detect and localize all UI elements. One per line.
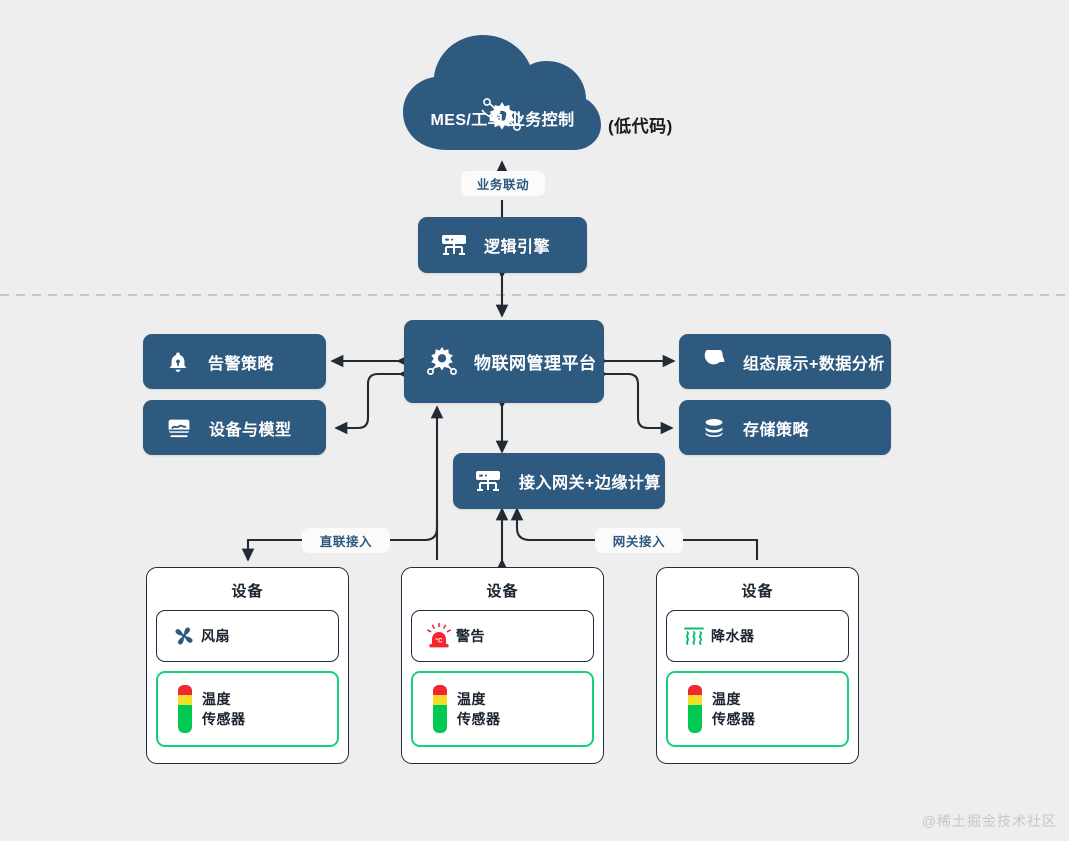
node-alarm-policy[interactable]: 告警策略 <box>143 334 326 389</box>
wire-label-business-linkage: 业务联动 <box>461 171 545 196</box>
node-logic-engine[interactable]: 逻辑引擎 <box>418 217 587 273</box>
temp-sensor-icon <box>678 683 712 735</box>
device-item-fan[interactable]: 风扇 <box>156 610 339 662</box>
device-item-label: 降水器 <box>711 628 755 644</box>
server-icon <box>440 233 468 257</box>
device-item-label: 温度 传感器 <box>202 689 246 729</box>
node-device-model[interactable]: 设备与模型 <box>143 400 326 455</box>
device-item-label: 温度 传感器 <box>712 689 756 729</box>
node-alarm-policy-label: 告警策略 <box>208 355 275 373</box>
cloud-label: MES/工单/业务控制 <box>430 112 575 129</box>
cloud-node[interactable]: MES/工单/业务控制 <box>399 32 606 155</box>
database-icon <box>702 416 726 440</box>
bell-icon <box>167 350 189 374</box>
device-card-title: 设备 <box>231 583 264 600</box>
fan-icon <box>167 623 201 649</box>
device-item-temp-sensor[interactable]: 温度 传感器 <box>666 671 849 747</box>
node-edge-gateway[interactable]: 接入网关+边缘计算 <box>453 453 665 509</box>
device-item-temp-sensor[interactable]: 温度 传感器 <box>156 671 339 747</box>
device-item-label-line2: 传感器 <box>202 711 246 727</box>
device-item-sprinkler[interactable]: 降水器 <box>666 610 849 662</box>
device-item-label-line1: 温度 <box>712 691 741 707</box>
device-card-left[interactable]: 设备 风扇 <box>146 567 349 764</box>
temp-sensor-icon <box>168 683 202 735</box>
svg-text:°C: °C <box>435 636 443 644</box>
node-device-model-label: 设备与模型 <box>209 421 292 439</box>
node-logic-engine-label: 逻辑引擎 <box>484 239 551 256</box>
wire-platform-storage <box>594 367 674 435</box>
watermark: @稀土掘金技术社区 <box>921 813 1057 829</box>
node-iot-platform-label: 物联网管理平台 <box>474 354 597 373</box>
cloud-shape <box>403 35 601 150</box>
wire-label-gateway-access: 网关接入 <box>595 528 683 553</box>
node-storage-policy-label: 存储策略 <box>743 421 810 439</box>
node-storage-policy[interactable]: 存储策略 <box>679 400 891 455</box>
device-item-label: 风扇 <box>201 628 230 644</box>
node-edge-gateway-label: 接入网关+边缘计算 <box>519 475 661 492</box>
temp-sensor-icon <box>423 683 457 735</box>
device-item-alarm[interactable]: °C 警告 <box>411 610 594 662</box>
node-scada-analysis-label: 组态展示+数据分析 <box>743 355 885 373</box>
device-item-temp-sensor[interactable]: 温度 传感器 <box>411 671 594 747</box>
gear-icon <box>425 345 459 379</box>
siren-icon: °C <box>422 622 456 650</box>
low-code-note: (低代码) <box>608 117 673 136</box>
wire-platform-devicemodel <box>334 367 412 435</box>
node-scada-analysis[interactable]: 组态展示+数据分析 <box>679 334 891 389</box>
sprinkler-icon <box>677 622 711 650</box>
device-item-label-line2: 传感器 <box>712 711 756 727</box>
device-item-label-line1: 温度 <box>457 691 486 707</box>
device-card-middle[interactable]: 设备 °C 警告 <box>401 567 604 764</box>
cloud-gear-icon <box>481 98 523 131</box>
node-iot-platform[interactable]: 物联网管理平台 <box>404 320 604 403</box>
server-icon <box>474 469 502 493</box>
device-item-label-line2: 传感器 <box>457 711 501 727</box>
pie-chart-icon <box>702 349 726 374</box>
device-card-title: 设备 <box>741 583 774 600</box>
device-model-icon <box>167 417 191 439</box>
device-card-title: 设备 <box>486 583 519 600</box>
device-item-label: 警告 <box>456 628 485 644</box>
wire-label-direct-access: 直联接入 <box>302 528 390 553</box>
device-item-label: 温度 传感器 <box>457 689 501 729</box>
device-item-label-line1: 温度 <box>202 691 231 707</box>
device-card-right[interactable]: 设备 降水器 <box>656 567 859 764</box>
